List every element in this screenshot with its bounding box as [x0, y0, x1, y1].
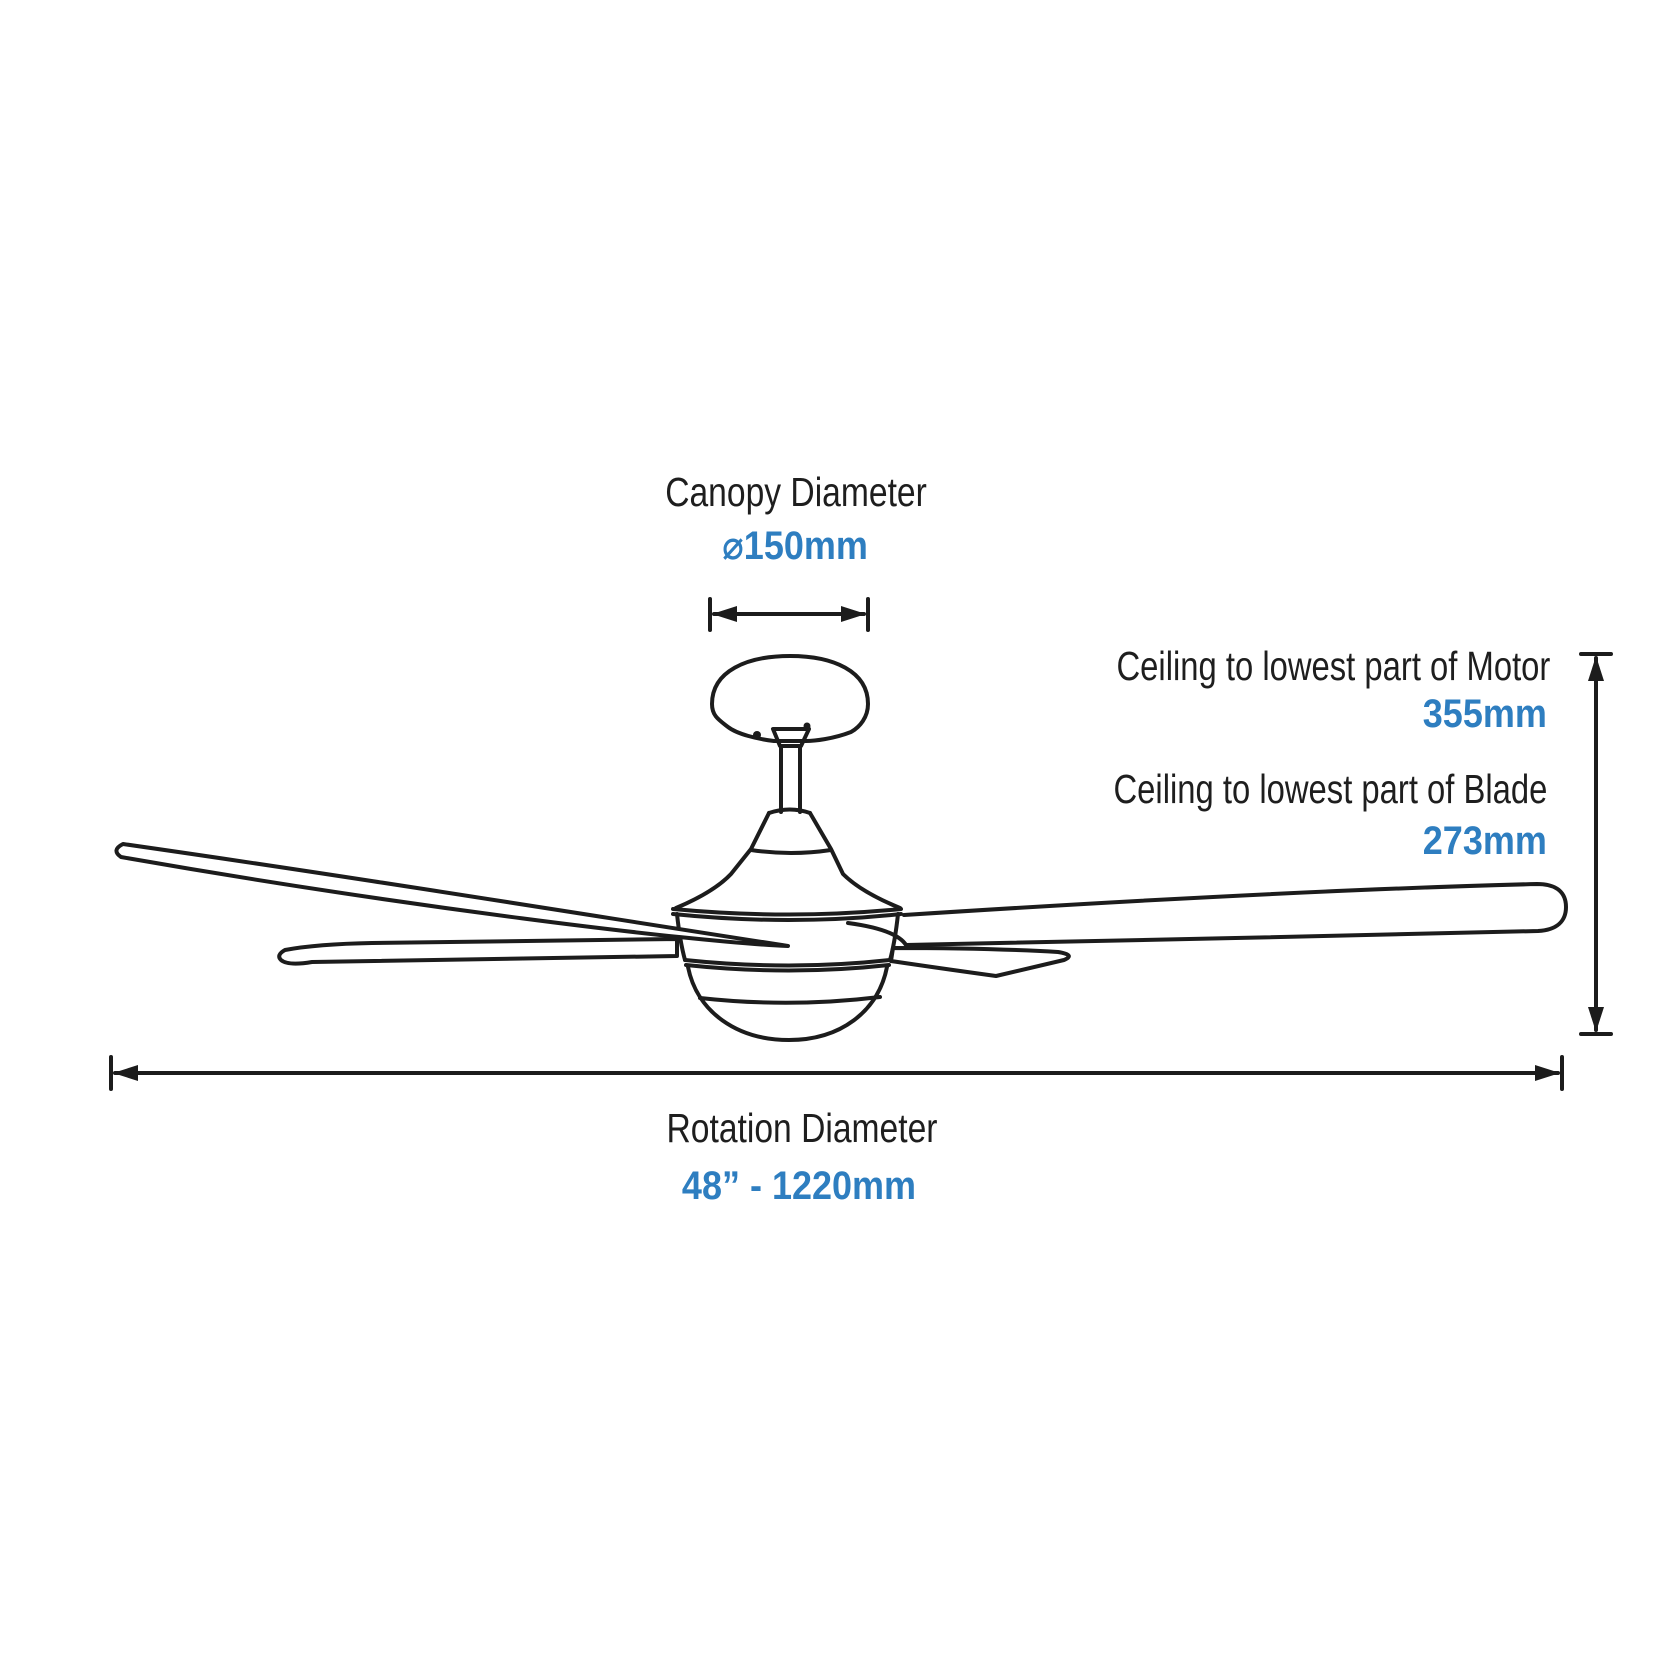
rotation-diameter-value: 48” - 1220mm — [669, 1164, 929, 1208]
canopy-diameter-value-text: ⌀150mm — [722, 524, 868, 568]
fan-blade-right-long — [846, 882, 1568, 947]
rotation-diameter-label-text: Rotation Diameter — [666, 1105, 938, 1151]
canopy-diameter-label: Canopy Diameter — [636, 469, 955, 515]
canopy-diameter-value: ⌀150mm — [714, 524, 876, 568]
fan-motor-housing — [671, 807, 903, 973]
ceiling-to-motor-value: 355mm — [1409, 692, 1547, 736]
ceiling-to-motor-value-text: 355mm — [1422, 692, 1547, 736]
ceiling-to-blade-value-text: 273mm — [1422, 819, 1547, 863]
fan-blade-right-short — [889, 946, 1071, 978]
ceiling-to-motor-label-text: Ceiling to lowest part of Motor — [1116, 643, 1550, 689]
canopy-diameter-label-text: Canopy Diameter — [665, 469, 927, 515]
fan-downrod — [779, 744, 802, 814]
rotation-diameter-label: Rotation Diameter — [637, 1105, 967, 1151]
canopy-dimension-arrow — [708, 597, 870, 632]
ceiling-to-blade-value: 273mm — [1409, 819, 1547, 863]
fan-canopy — [710, 654, 870, 748]
fan-light-bowl — [686, 965, 889, 1042]
fan-blade-left-lower — [277, 937, 679, 966]
ceiling-to-blade-label-text: Ceiling to lowest part of Blade — [1113, 766, 1547, 812]
rotation-dimension-arrow — [109, 1055, 1564, 1091]
height-dimension-arrow — [1579, 652, 1613, 1036]
ceiling-to-blade-label: Ceiling to lowest part of Blade — [1005, 766, 1547, 812]
ceiling-to-motor-label: Ceiling to lowest part of Motor — [1008, 643, 1550, 689]
rotation-diameter-value-text: 48” - 1220mm — [681, 1164, 917, 1208]
fan-blade-left-upper — [114, 842, 790, 948]
